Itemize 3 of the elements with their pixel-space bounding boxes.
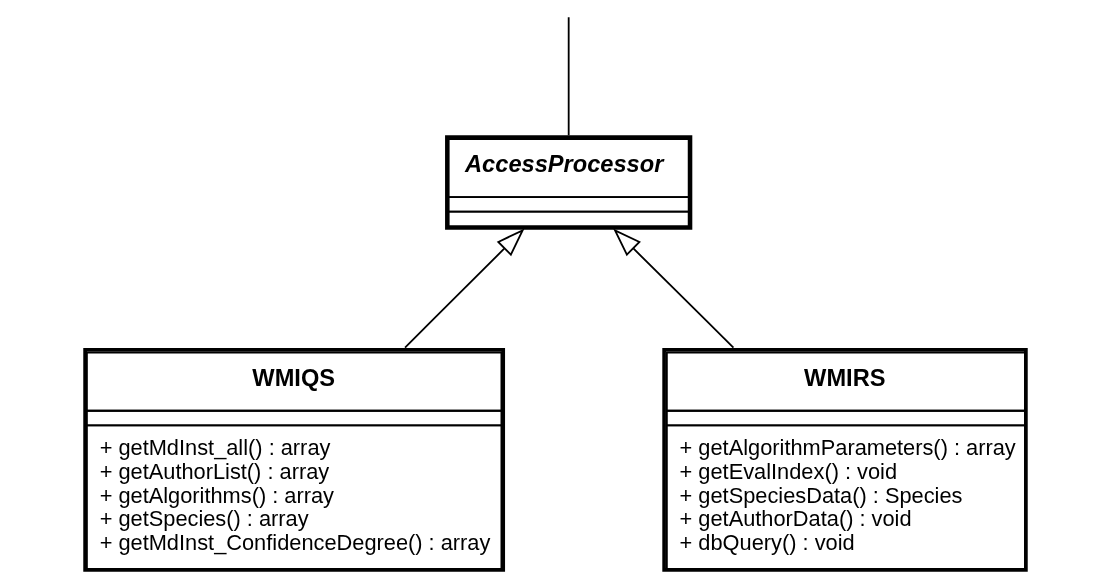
connector <box>567 16 570 137</box>
arrow <box>612 228 734 349</box>
arrow <box>403 228 525 349</box>
